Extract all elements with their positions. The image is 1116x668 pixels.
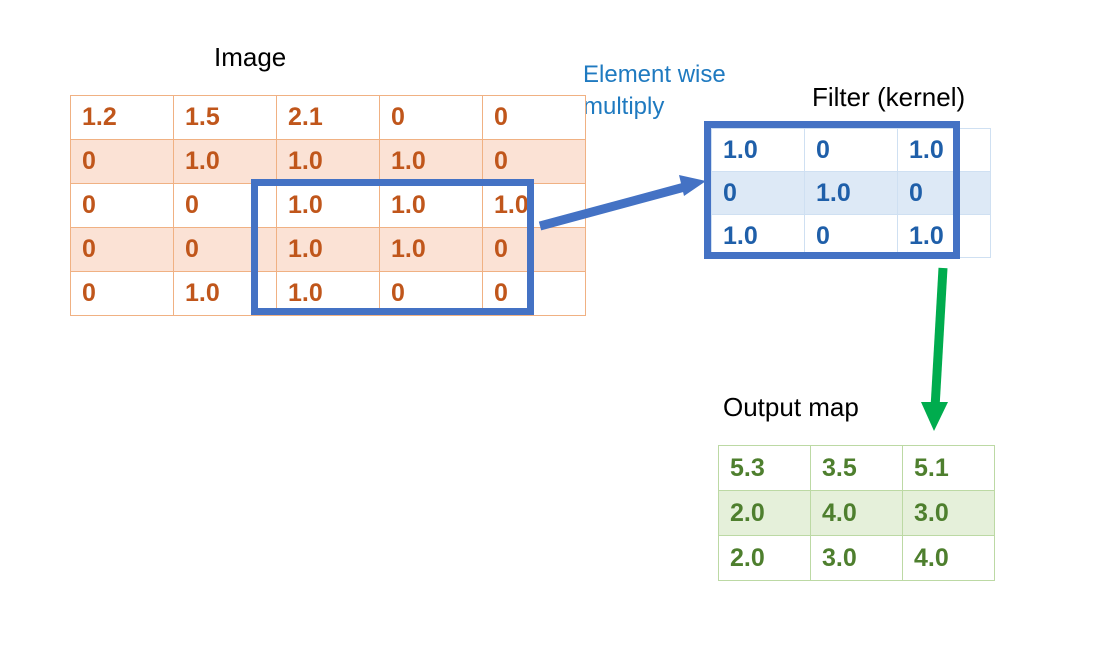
table-row: 0 1.0 0 bbox=[711, 171, 991, 215]
filter-cell-r0c1: 0 bbox=[804, 128, 898, 172]
image-cell-r4c0: 0 bbox=[70, 271, 174, 316]
filter-cell-r0c2: 1.0 bbox=[897, 128, 991, 172]
output-cell-r2c1: 3.0 bbox=[810, 535, 903, 581]
image-cell-r1c0: 0 bbox=[70, 139, 174, 184]
filter-matrix: 1.0 0 1.0 0 1.0 0 1.0 0 1.0 bbox=[711, 128, 991, 258]
filter-heading: Filter (kernel) bbox=[812, 82, 966, 112]
image-cell-r0c3: 0 bbox=[379, 95, 483, 140]
image-cell-r2c0: 0 bbox=[70, 183, 174, 228]
filter-cell-r1c0: 0 bbox=[711, 171, 805, 215]
output-cell-r1c1: 4.0 bbox=[810, 490, 903, 536]
output-cell-r2c0: 2.0 bbox=[718, 535, 811, 581]
image-cell-r1c2: 1.0 bbox=[276, 139, 380, 184]
image-cell-r2c3: 1.0 bbox=[379, 183, 483, 228]
image-cell-r3c2: 1.0 bbox=[276, 227, 380, 272]
output-cell-r2c2: 4.0 bbox=[902, 535, 995, 581]
image-cell-r0c1: 1.5 bbox=[173, 95, 277, 140]
image-heading: Image bbox=[214, 42, 287, 72]
image-cell-r1c4: 0 bbox=[482, 139, 586, 184]
image-cell-r1c3: 1.0 bbox=[379, 139, 483, 184]
image-cell-r0c0: 1.2 bbox=[70, 95, 174, 140]
image-cell-r4c3: 0 bbox=[379, 271, 483, 316]
table-row: 0 0 1.0 1.0 1.0 bbox=[70, 183, 586, 228]
table-row: 0 1.0 1.0 0 0 bbox=[70, 271, 586, 316]
table-row: 0 0 1.0 1.0 0 bbox=[70, 227, 586, 272]
image-cell-r3c0: 0 bbox=[70, 227, 174, 272]
table-row: 2.0 3.0 4.0 bbox=[718, 535, 995, 581]
filter-cell-r1c1: 1.0 bbox=[804, 171, 898, 215]
table-row: 1.2 1.5 2.1 0 0 bbox=[70, 95, 586, 140]
filter-cell-r2c1: 0 bbox=[804, 214, 898, 258]
image-cell-r2c1: 0 bbox=[173, 183, 277, 228]
image-cell-r0c4: 0 bbox=[482, 95, 586, 140]
output-cell-r0c0: 5.3 bbox=[718, 445, 811, 491]
output-cell-r0c2: 5.1 bbox=[902, 445, 995, 491]
table-row: 2.0 4.0 3.0 bbox=[718, 490, 995, 536]
image-cell-r1c1: 1.0 bbox=[173, 139, 277, 184]
filter-to-output-arrow bbox=[921, 267, 948, 431]
output-cell-r1c0: 2.0 bbox=[718, 490, 811, 536]
filter-cell-r2c0: 1.0 bbox=[711, 214, 805, 258]
output-matrix: 5.3 3.5 5.1 2.0 4.0 3.0 2.0 3.0 4.0 bbox=[718, 445, 995, 581]
image-cell-r3c4: 0 bbox=[482, 227, 586, 272]
table-row: 1.0 0 1.0 bbox=[711, 214, 991, 258]
image-cell-r0c2: 2.1 bbox=[276, 95, 380, 140]
element-wise-multiply-label-line1: Element wise bbox=[583, 61, 726, 88]
image-matrix: 1.2 1.5 2.1 0 0 0 1.0 1.0 1.0 0 0 0 1.0 … bbox=[70, 95, 586, 316]
image-cell-r3c1: 0 bbox=[173, 227, 277, 272]
table-row: 1.0 0 1.0 bbox=[711, 128, 991, 172]
image-cell-r4c4: 0 bbox=[482, 271, 586, 316]
image-cell-r4c2: 1.0 bbox=[276, 271, 380, 316]
filter-cell-r2c2: 1.0 bbox=[897, 214, 991, 258]
output-cell-r0c1: 3.5 bbox=[810, 445, 903, 491]
image-cell-r3c3: 1.0 bbox=[379, 227, 483, 272]
output-heading: Output map bbox=[723, 392, 859, 422]
image-cell-r2c2: 1.0 bbox=[276, 183, 380, 228]
image-cell-r4c1: 1.0 bbox=[173, 271, 277, 316]
output-cell-r1c2: 3.0 bbox=[902, 490, 995, 536]
element-wise-multiply-label-line2: multiply bbox=[583, 93, 665, 120]
filter-cell-r1c2: 0 bbox=[897, 171, 991, 215]
filter-cell-r0c0: 1.0 bbox=[711, 128, 805, 172]
image-cell-r2c4: 1.0 bbox=[482, 183, 586, 228]
table-row: 0 1.0 1.0 1.0 0 bbox=[70, 139, 586, 184]
table-row: 5.3 3.5 5.1 bbox=[718, 445, 995, 491]
